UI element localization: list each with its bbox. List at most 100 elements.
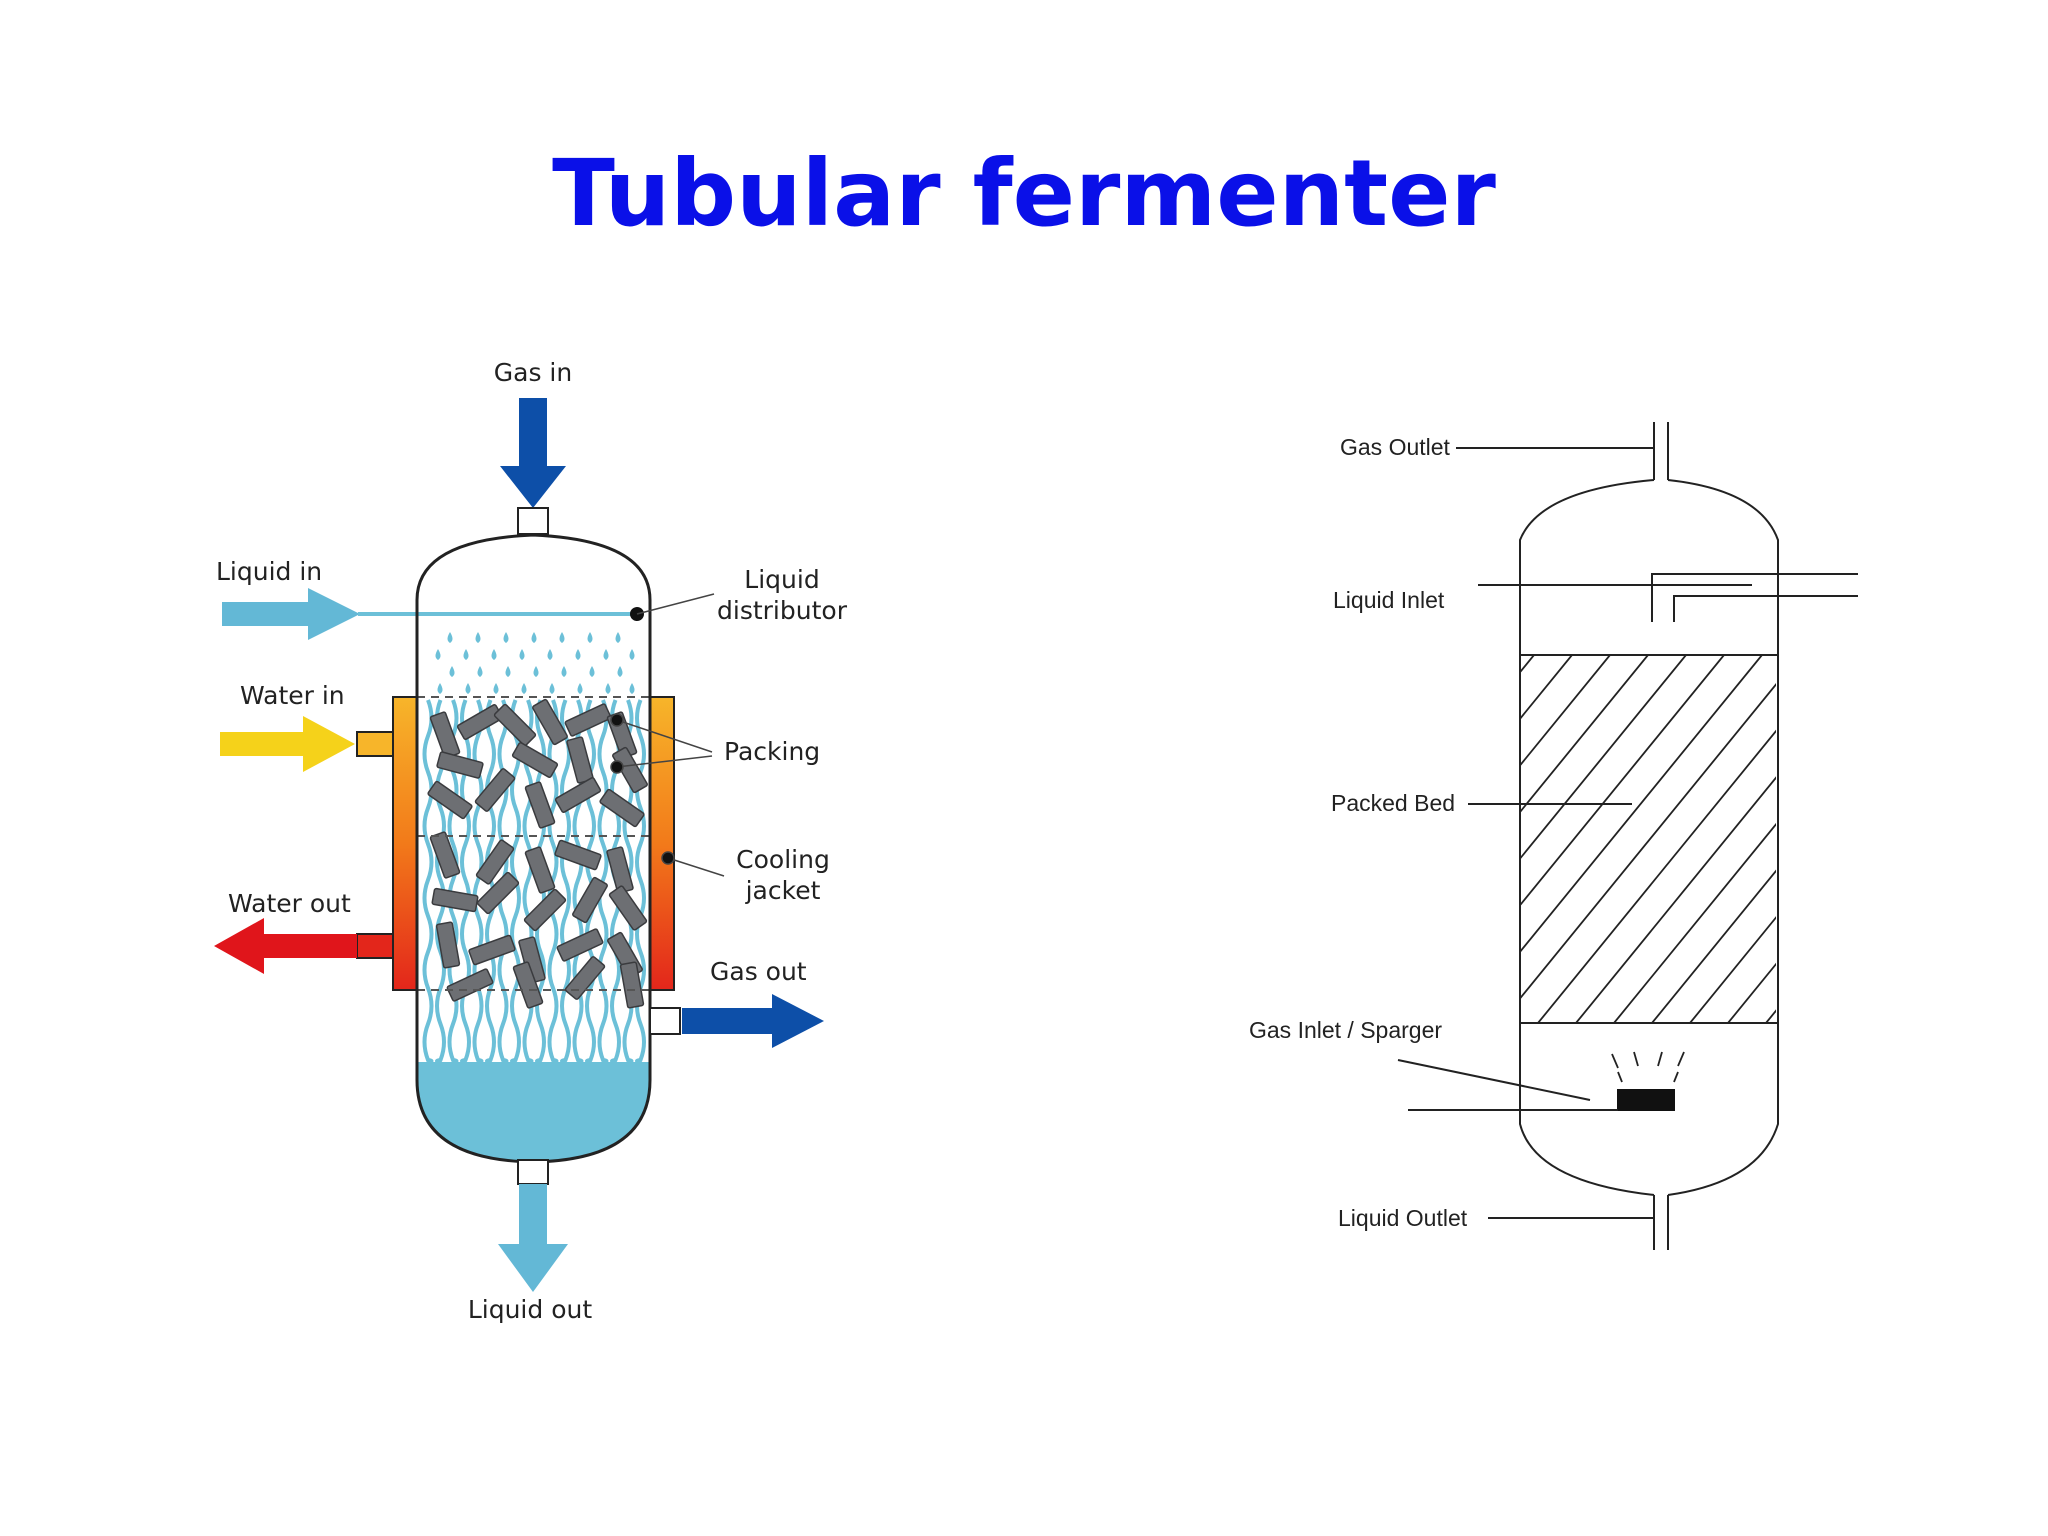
droplet [521, 683, 527, 694]
hatch-line [1727, 962, 1776, 1023]
packing-piece [524, 846, 556, 894]
droplet [629, 683, 635, 694]
droplet [463, 649, 469, 660]
hatch-line [1158, 655, 1458, 1023]
droplet [615, 632, 621, 643]
droplet [505, 666, 511, 677]
packing-piece [564, 956, 606, 1000]
label-liquid-outlet: Liquid Outlet [1338, 1205, 1468, 1231]
packing-piece [476, 871, 520, 915]
droplet [465, 683, 471, 694]
gas-out-arrow [682, 994, 824, 1048]
packing-piece [524, 781, 556, 829]
vessel-outline [415, 533, 652, 1164]
hatch-line [1575, 776, 1776, 1023]
droplet [589, 666, 595, 677]
label-water-out: Water out [228, 889, 351, 918]
hatch-line [1537, 729, 1776, 1023]
liquid-stream [560, 699, 571, 1064]
droplet [549, 683, 555, 694]
packing-piece [518, 936, 546, 984]
droplet [475, 632, 481, 643]
packing-piece [431, 887, 479, 913]
hatch-line [1520, 655, 1611, 767]
droplet [559, 632, 565, 643]
gas-out-nozzle [649, 1007, 681, 1035]
droplet [531, 632, 537, 643]
packing-piece [564, 703, 612, 737]
right-vessel-outline [1519, 479, 1779, 1196]
right-fermenter-diagram [1120, 422, 2048, 1250]
label-packing: Packing [724, 737, 820, 766]
hatch-line [1651, 869, 1776, 1023]
droplet [603, 649, 609, 660]
water-in-arrow [220, 716, 355, 772]
slide-title: Tubular fermenter [552, 140, 1496, 247]
label-water-in: Water in [240, 681, 345, 710]
packing-piece [511, 742, 559, 778]
droplet [447, 632, 453, 643]
gas-in-arrow [500, 398, 566, 508]
label-liquid-distributor-1: Liquid [744, 565, 819, 594]
droplet [629, 649, 635, 660]
packing-piece [427, 780, 473, 820]
bottom-nozzle [517, 1159, 549, 1185]
label-liquid-out: Liquid out [468, 1295, 592, 1324]
liquid-stream [522, 699, 534, 1064]
label-cooling-jacket-2: jacket [745, 876, 821, 905]
liquid-out-arrow [498, 1184, 568, 1292]
droplet [577, 683, 583, 694]
packing-piece [435, 921, 461, 969]
label-gas-inlet-sparger: Gas Inlet / Sparger [1249, 1017, 1442, 1043]
packing-piece [493, 703, 537, 747]
hatch-line [1520, 655, 1763, 954]
droplet [449, 666, 455, 677]
packing-piece [512, 961, 544, 1009]
label-packed-bed: Packed Bed [1331, 790, 1455, 816]
hatch-line [1613, 822, 1776, 1023]
hatch-line [1804, 655, 2048, 1023]
left-fermenter-diagram: Gas in Liquid in Liquid distributor Wate… [214, 358, 848, 1324]
droplet [533, 666, 539, 677]
hatch-line [1520, 655, 1573, 721]
packed-bed [1519, 654, 1779, 1024]
packing-piece [612, 746, 648, 794]
droplet [605, 683, 611, 694]
hatch-line [1520, 683, 1776, 1000]
packing-piece [608, 885, 648, 931]
top-nozzle [517, 507, 549, 535]
droplet [617, 666, 623, 677]
droplets [435, 632, 635, 694]
liquid-stream [635, 699, 646, 1064]
hatch-line [1120, 655, 1420, 1023]
hatch-line [1689, 916, 1776, 1023]
liquid-stream [460, 699, 471, 1064]
droplet [587, 632, 593, 643]
packing-piece [532, 698, 568, 746]
packing-piece [599, 788, 645, 828]
sparger-bubbles [1611, 1051, 1685, 1083]
droplet [547, 649, 553, 660]
water-out-arrow [214, 918, 357, 974]
droplet [437, 683, 443, 694]
packing-piece [475, 839, 515, 885]
label-gas-out: Gas out [710, 957, 807, 986]
hatch-line [1520, 655, 1649, 814]
label-liquid-distributor-2: distributor [717, 596, 848, 625]
left-leader-lines [610, 593, 725, 877]
droplet [477, 666, 483, 677]
packing-piece [523, 888, 567, 932]
packing-piece [556, 928, 604, 962]
packing-pieces [427, 698, 648, 1009]
liquid-stream [510, 699, 521, 1064]
hatch-line [1520, 655, 1725, 907]
hatch-line [1765, 1009, 1776, 1023]
hatch-line [1520, 655, 1535, 674]
liquid-stream [472, 699, 484, 1064]
packing-piece [619, 961, 645, 1009]
droplet [575, 649, 581, 660]
packing-piece [572, 876, 608, 924]
packing-piece [474, 768, 516, 812]
label-liquid-in: Liquid in [216, 557, 322, 586]
